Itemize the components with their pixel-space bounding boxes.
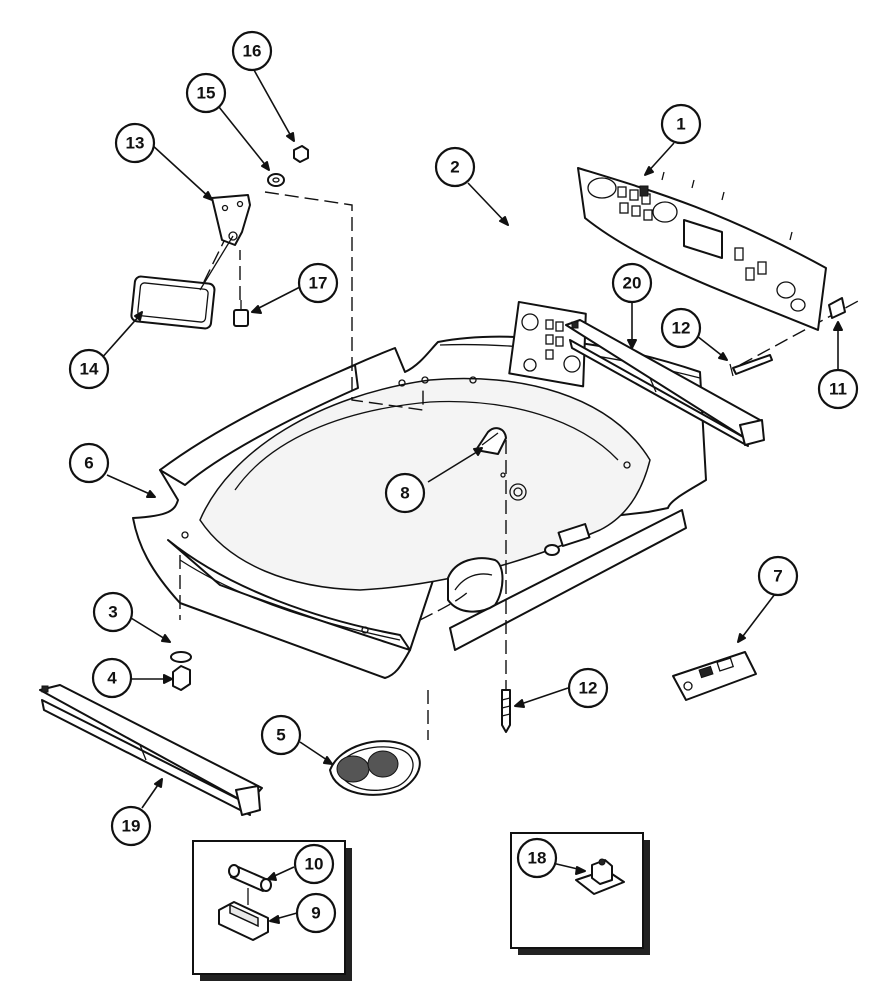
bolt-part-17: [233, 300, 249, 327]
svg-text:17: 17: [309, 274, 328, 293]
callout-9: 9: [295, 892, 337, 934]
washer-part-15: [267, 173, 285, 187]
callout-4: 4: [91, 657, 133, 699]
callout-16: 16: [231, 30, 273, 72]
callout-8: 8: [384, 472, 426, 514]
bezel-part-7: [672, 651, 757, 701]
callout-17: 17: [297, 262, 339, 304]
callout-13: 13: [114, 122, 156, 164]
callout-20: 20: [611, 262, 653, 304]
console-panel-part-1: [577, 167, 827, 331]
callout-7: 7: [757, 555, 799, 597]
svg-text:13: 13: [126, 134, 145, 153]
trim-rail-part-20: [565, 319, 765, 447]
callout-10: 10: [293, 843, 335, 885]
mirror-part-14: [130, 235, 234, 330]
nut-part-4: [172, 665, 191, 691]
switch-part-18: [575, 858, 625, 895]
bracket-part-13: [211, 194, 251, 246]
svg-text:12: 12: [672, 319, 691, 338]
callout-3: 3: [92, 591, 134, 633]
inset-box-right: [510, 832, 650, 955]
callout-12-lower: 12: [567, 667, 609, 709]
leader-lines: [99, 69, 843, 924]
svg-text:14: 14: [80, 360, 99, 379]
fuse-part-10: [228, 864, 272, 892]
callout-15: 15: [185, 72, 227, 114]
svg-text:18: 18: [528, 849, 547, 868]
headliner-panel: [132, 335, 707, 679]
screw-part-12-upper: [729, 354, 773, 377]
callout-18: 18: [516, 837, 558, 879]
svg-text:4: 4: [107, 669, 117, 688]
svg-text:6: 6: [84, 454, 93, 473]
lens-part-5: [329, 740, 421, 796]
svg-text:19: 19: [122, 817, 141, 836]
clip-part-8: [475, 427, 507, 455]
screw-part-12-lower: [501, 689, 511, 733]
nut-part-16: [293, 145, 309, 163]
svg-text:1: 1: [676, 115, 685, 134]
svg-text:15: 15: [197, 84, 216, 103]
svg-text:9: 9: [311, 904, 320, 923]
callout-1: 1: [660, 103, 702, 145]
svg-text:16: 16: [243, 42, 262, 61]
svg-text:3: 3: [108, 603, 117, 622]
svg-text:10: 10: [305, 855, 324, 874]
switch-plate-part-2: [508, 300, 587, 388]
callout-12-upper: 12: [660, 307, 702, 349]
clip-part-11: [828, 297, 846, 319]
washer-part-3: [170, 651, 192, 663]
svg-text:2: 2: [450, 158, 459, 177]
callout-6: 6: [68, 442, 110, 484]
svg-text:8: 8: [400, 484, 409, 503]
svg-text:5: 5: [276, 726, 285, 745]
svg-text:12: 12: [579, 679, 598, 698]
svg-text:20: 20: [623, 274, 642, 293]
callout-19: 19: [110, 805, 152, 847]
callout-11: 11: [817, 368, 859, 410]
callout-5: 5: [260, 714, 302, 756]
callout-14: 14: [68, 348, 110, 390]
svg-text:11: 11: [829, 380, 847, 399]
svg-text:7: 7: [773, 567, 782, 586]
trim-rail-part-19: [39, 684, 263, 816]
lens-part-9: [218, 901, 269, 941]
callout-2: 2: [434, 146, 476, 188]
